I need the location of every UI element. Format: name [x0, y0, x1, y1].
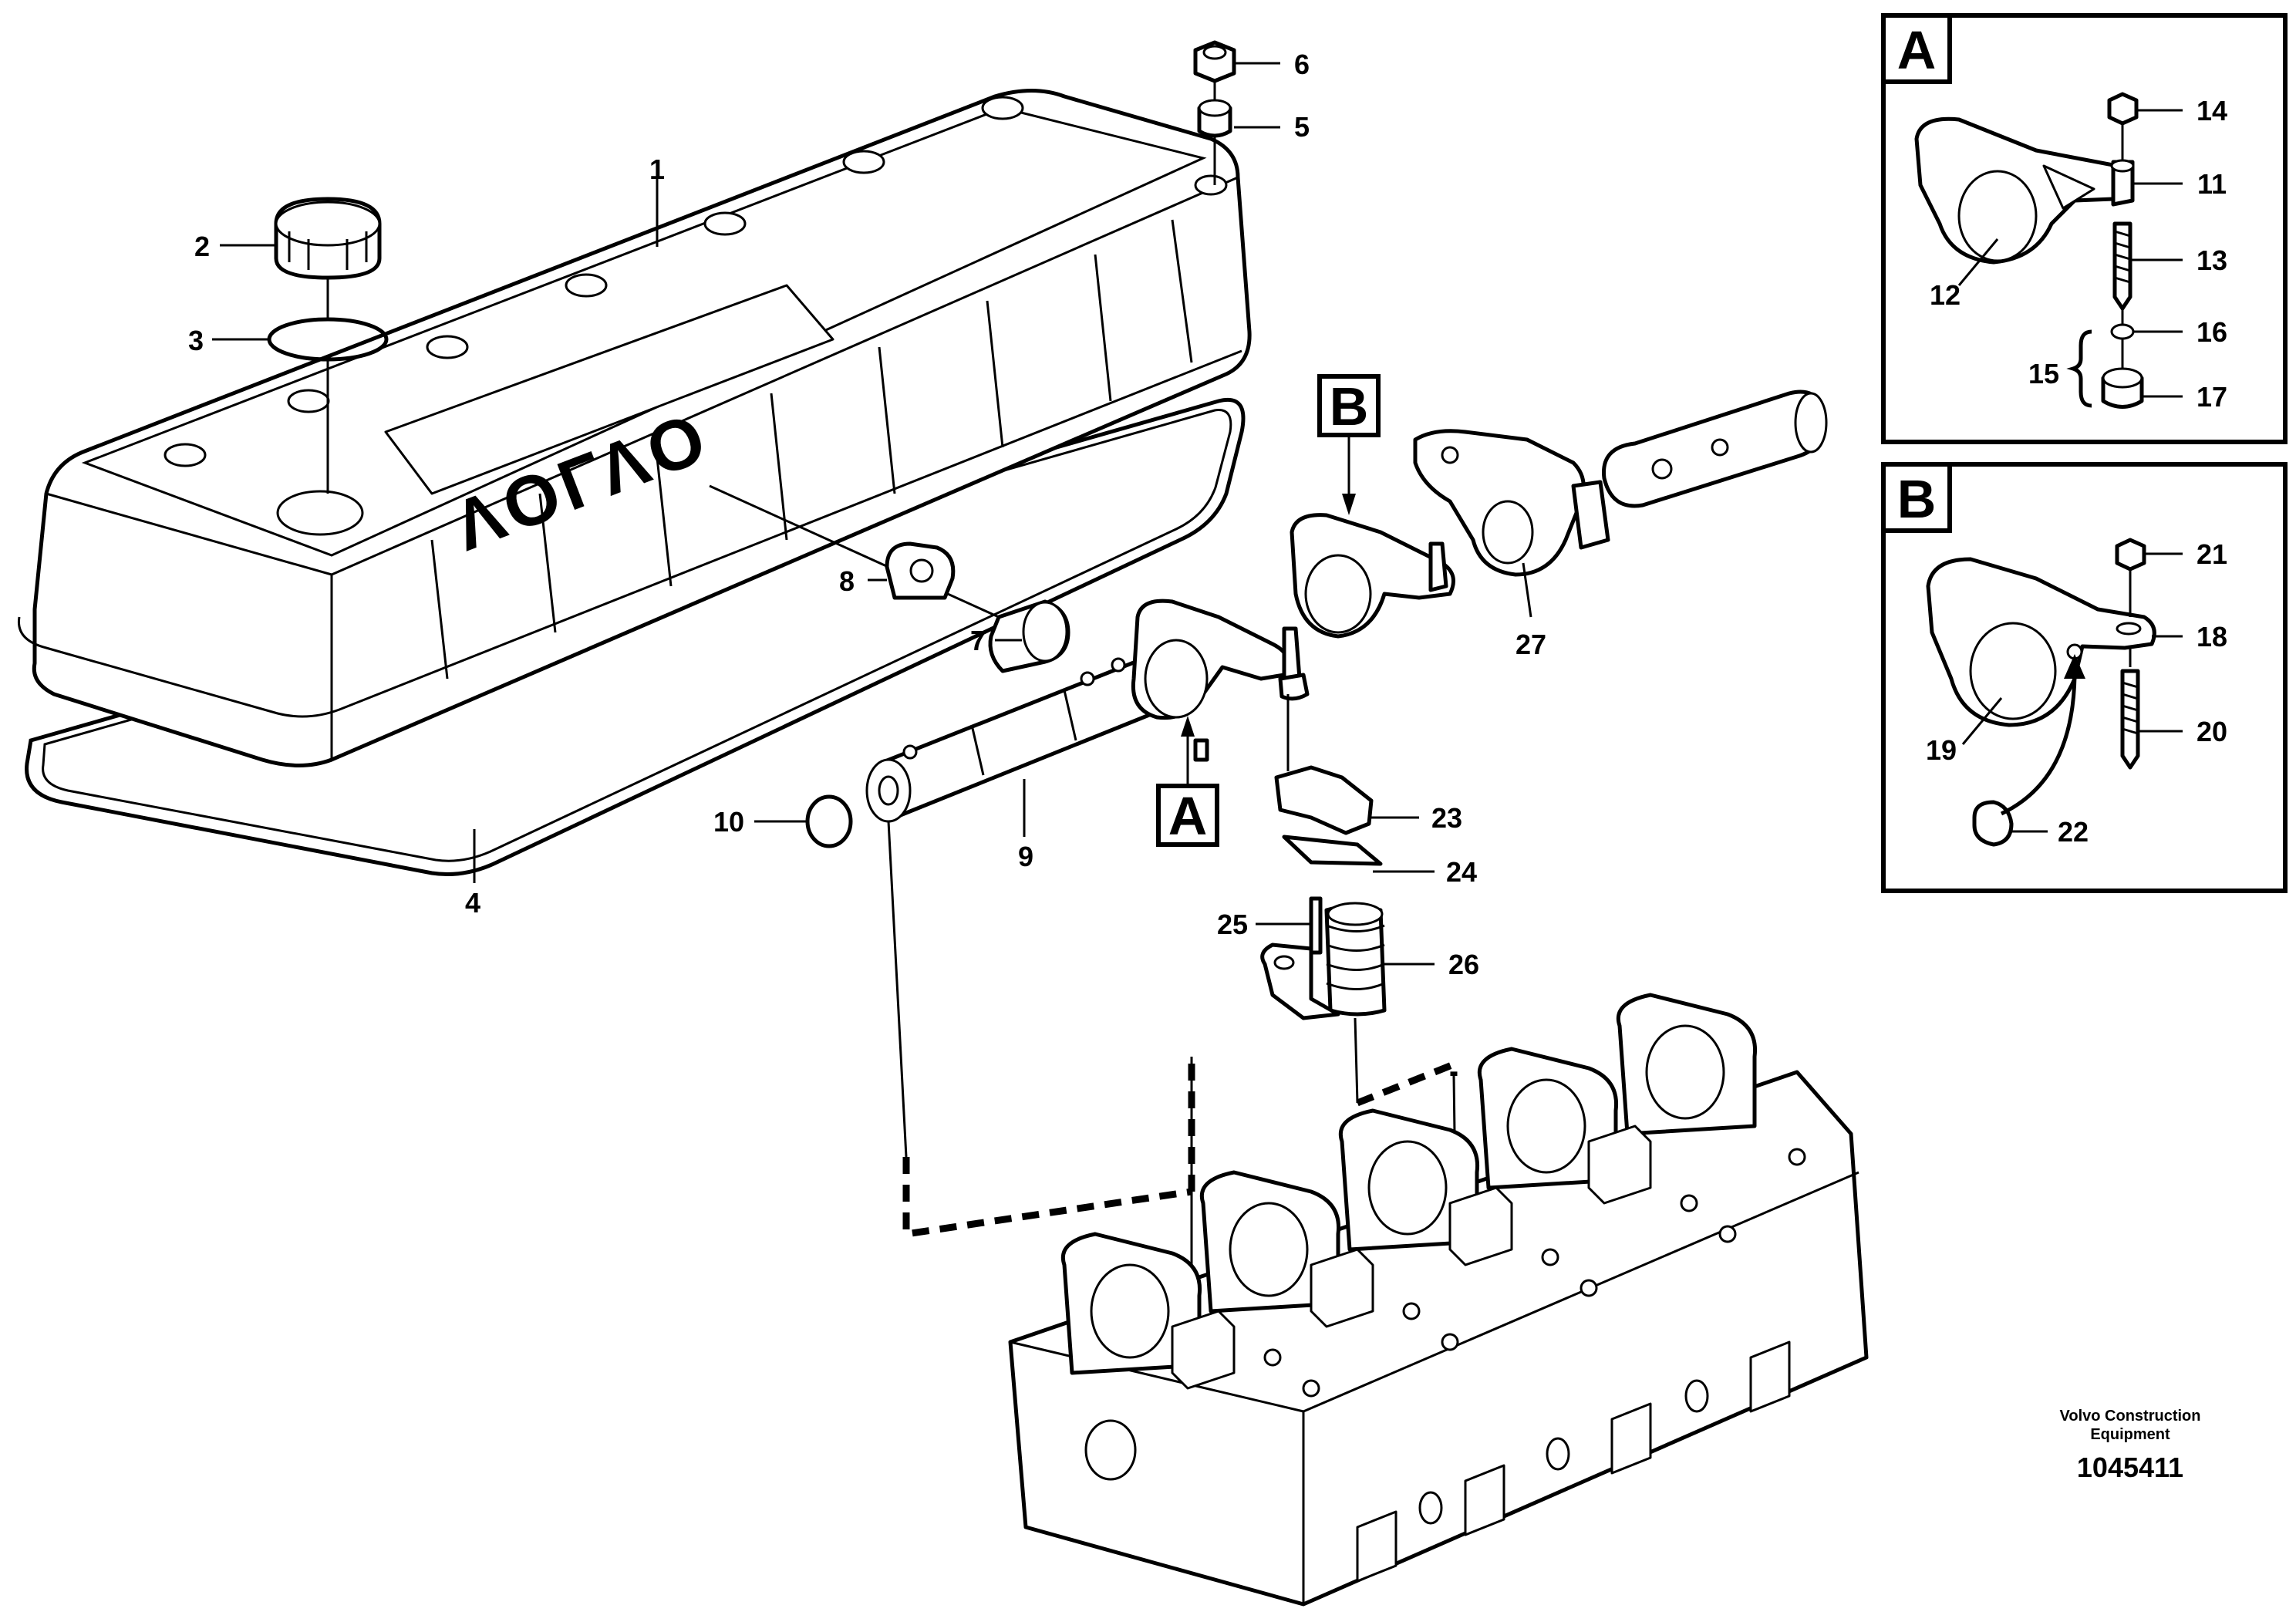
valve-cover: [17, 89, 1252, 767]
callout-16: 16: [2197, 316, 2227, 348]
view-marker-b: B: [1317, 374, 1381, 515]
callout-19: 19: [1926, 734, 1957, 766]
callout-25: 25: [1217, 909, 1248, 940]
detail-panel-b: B 21 18 19 20 22: [1881, 462, 2288, 893]
callout-4: 4: [465, 887, 480, 919]
callout-2: 2: [194, 231, 210, 262]
callout-17: 17: [2197, 381, 2227, 413]
oil-filler-cap: [274, 197, 382, 280]
callout-23: 23: [1431, 802, 1462, 834]
valve-cover-gasket: [25, 398, 1246, 876]
spacer-5: [1197, 99, 1232, 138]
drawing-number: 1045411: [2077, 1452, 2183, 1483]
plug-7: [988, 599, 1070, 673]
callout-8: 8: [839, 565, 855, 597]
callout-11: 11: [2197, 168, 2227, 200]
callout-10: 10: [713, 806, 744, 838]
callout-12: 12: [1930, 279, 1961, 311]
rocker-assembly-27: [1413, 429, 1610, 577]
nut-6: [1193, 40, 1236, 83]
rocker-arm-b: [1290, 513, 1455, 639]
callout-6: 6: [1294, 49, 1310, 80]
rocker-shaft-end: [1602, 389, 1828, 508]
callout-21: 21: [2197, 538, 2227, 570]
bracket-25: [1260, 896, 1340, 1020]
callout-14: 14: [2197, 95, 2227, 126]
rocker-arm-a: [1131, 599, 1310, 720]
valve-bridge-23: [1274, 765, 1374, 835]
view-marker-b-label: B: [1330, 376, 1369, 437]
callout-9: 9: [1018, 841, 1033, 872]
detail-b-letter: B: [1897, 469, 1937, 529]
rocker-shaft: [865, 656, 1178, 823]
view-marker-a-label: A: [1168, 786, 1208, 846]
callout-22: 22: [2058, 816, 2089, 848]
detail-panel-a: A 14 11 13 12 16 15 17: [1881, 13, 2288, 444]
callout-20: 20: [2197, 716, 2227, 747]
callout-labels: 1 2 3 4 5 6 7 8 9 10 23 24 25 26 27: [188, 49, 1546, 980]
credit-line-1: Volvo Construction: [2060, 1408, 2201, 1425]
callout-1: 1: [649, 153, 665, 185]
credit-line-2: Equipment: [2090, 1426, 2170, 1443]
valve-spring-26: [1324, 902, 1387, 1017]
callout-26: 26: [1448, 949, 1479, 980]
callout-18: 18: [2197, 621, 2227, 653]
callout-15: 15: [2028, 358, 2059, 389]
view-marker-a: A: [1156, 716, 1219, 847]
callout-5: 5: [1294, 111, 1310, 143]
shim-24: [1282, 835, 1383, 866]
callout-27: 27: [1515, 629, 1546, 660]
detail-a-letter: A: [1897, 20, 1937, 80]
callout-13: 13: [2197, 244, 2227, 276]
callout-24: 24: [1446, 856, 1477, 888]
shaft-end-plug: [805, 794, 853, 848]
callout-3: 3: [188, 325, 204, 356]
clamp-8: [885, 541, 956, 600]
leader-lines: [212, 62, 1532, 966]
cylinder-head: [1008, 993, 1869, 1607]
callout-7: 7: [970, 625, 986, 656]
